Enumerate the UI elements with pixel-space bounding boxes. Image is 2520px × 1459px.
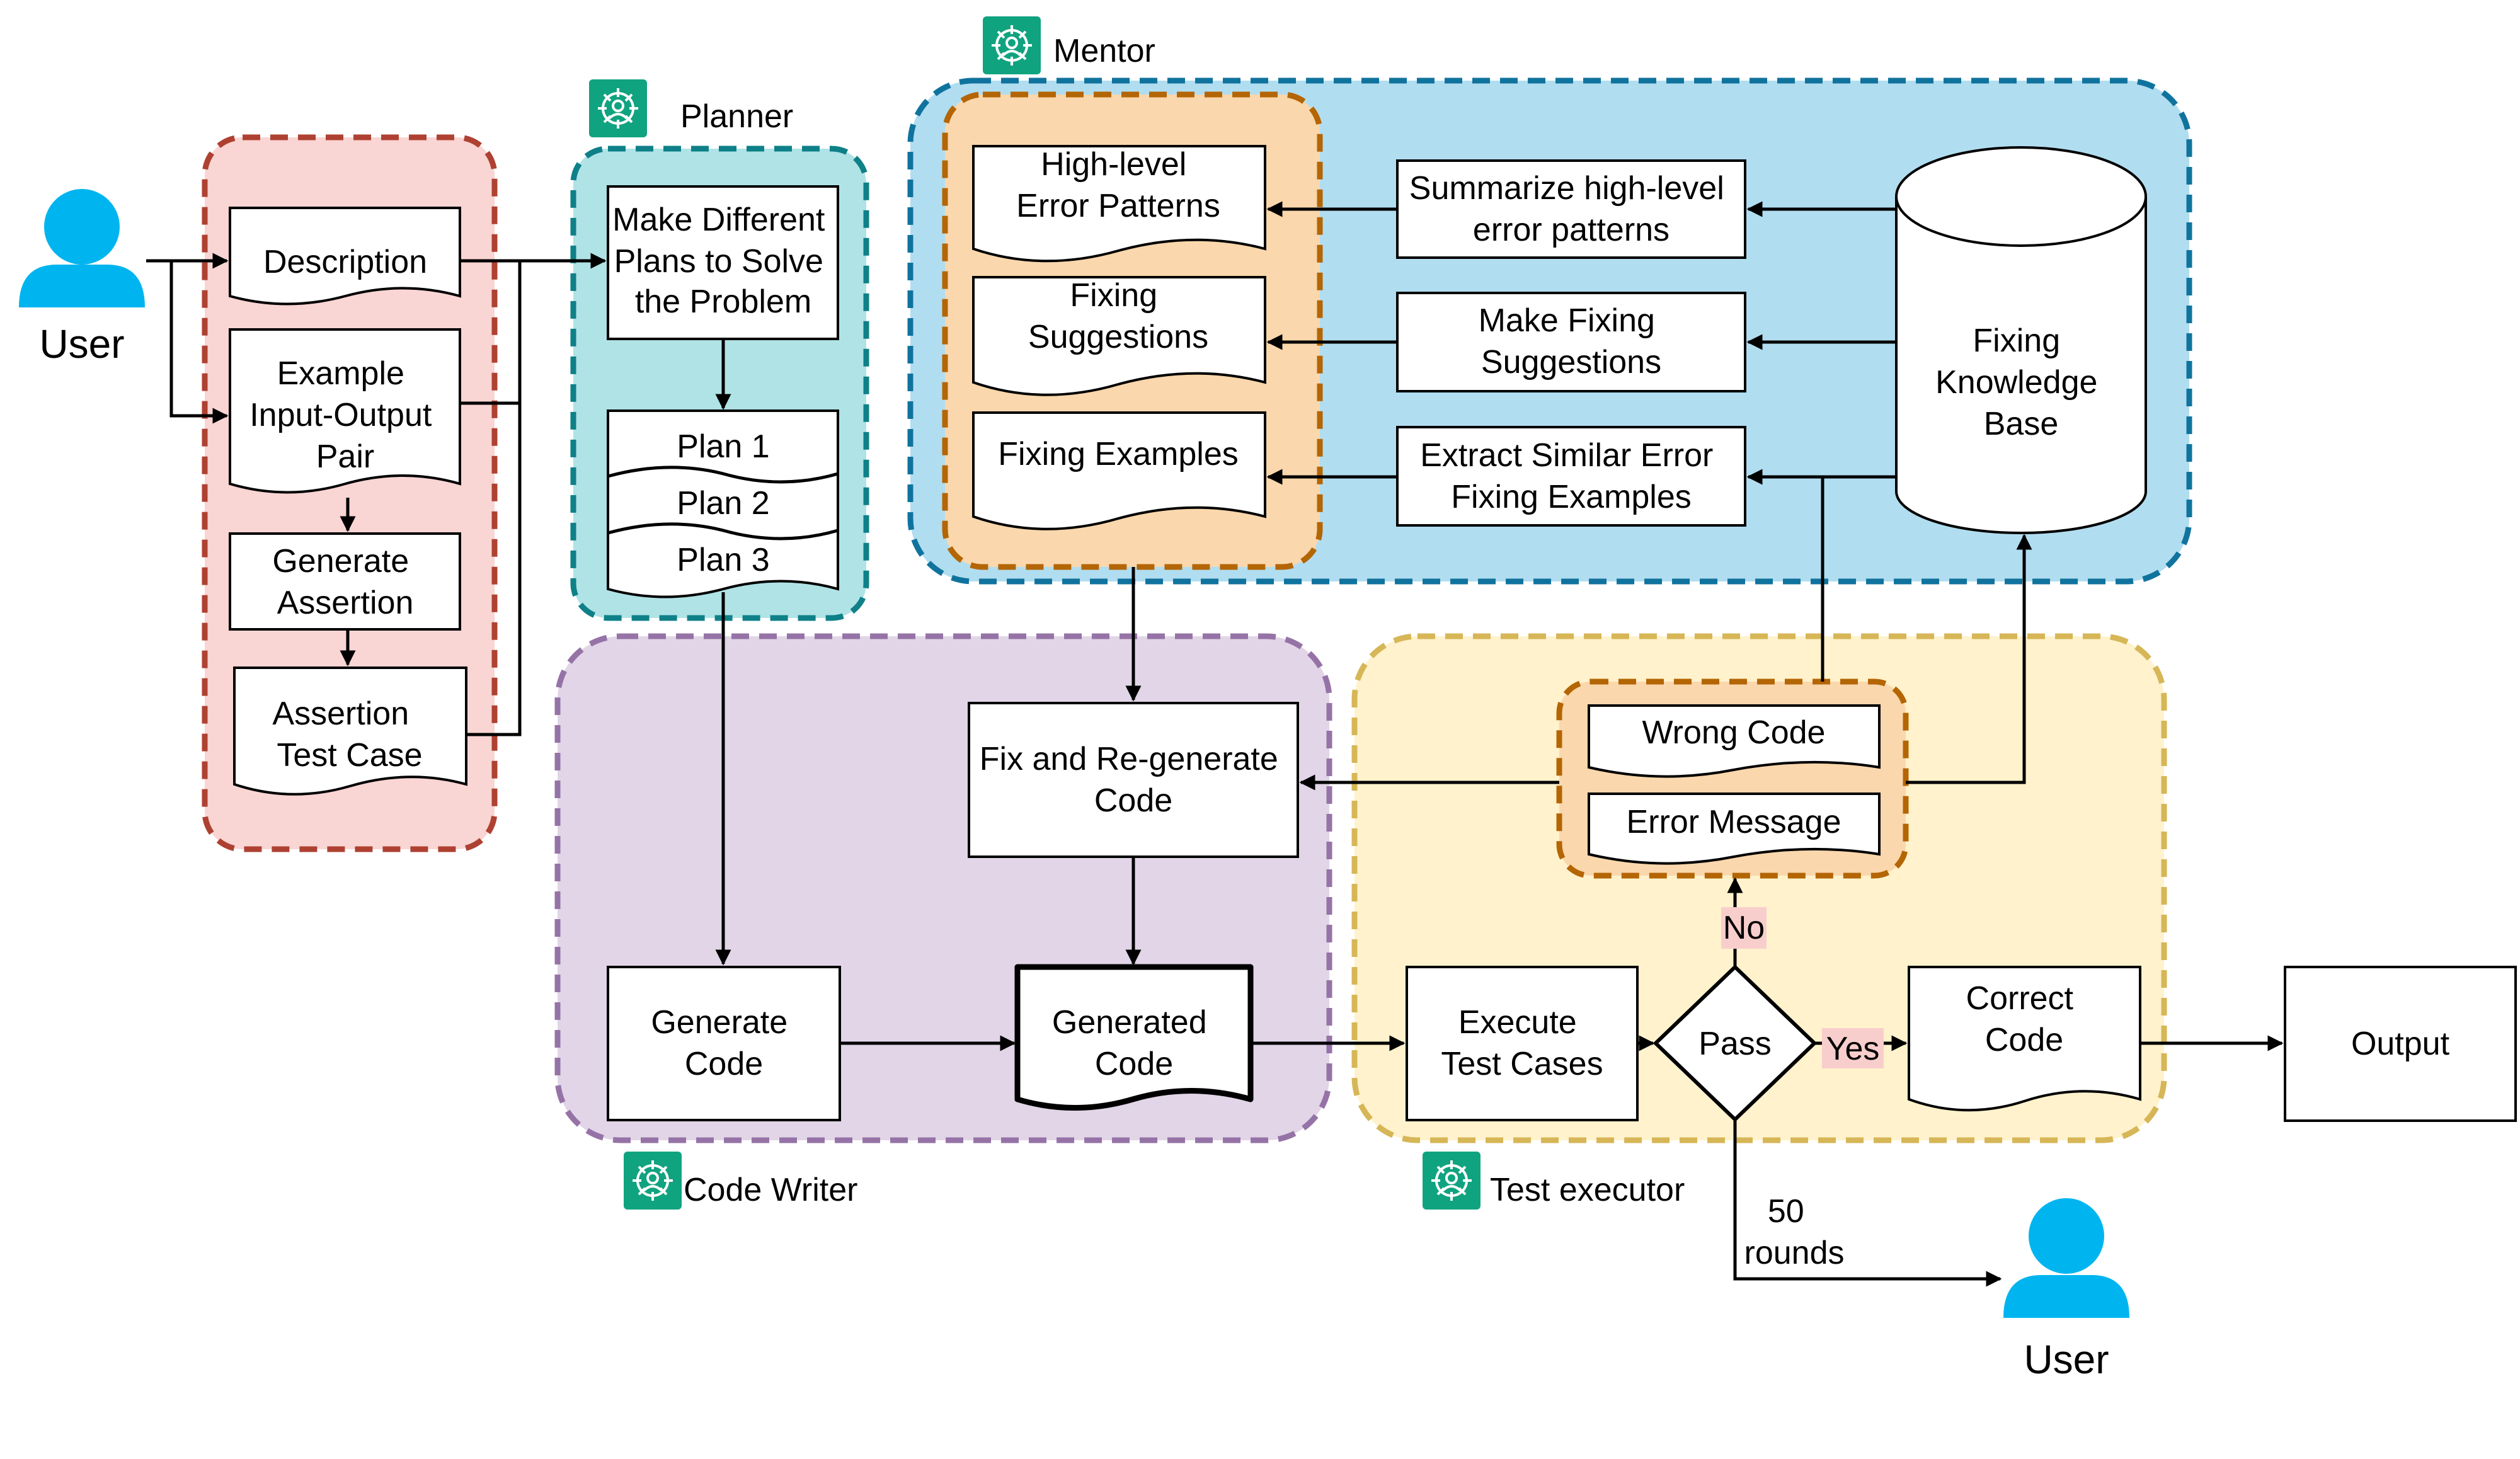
user-label: User (39, 321, 124, 367)
edge-pass-user (1733, 1119, 2002, 1287)
fix-regenerate-box (968, 702, 1299, 858)
execute-tests-text: Execute Test Cases (1441, 1004, 1603, 1082)
plan-divider-1 (607, 466, 839, 484)
planner-label: Planner (680, 98, 793, 135)
error-patterns-text: High-level Error Patterns (1016, 146, 1220, 224)
summarize-box (1396, 159, 1746, 259)
assertion-test-case-text: Assertion Test Case (272, 695, 422, 774)
correct-code-doc (1908, 966, 2141, 1112)
description-text: Description (263, 244, 427, 280)
fixing-examples-text: Fixing Examples (998, 436, 1238, 472)
description-doc (229, 207, 461, 306)
generated-code-doc (1014, 964, 1254, 1111)
code-writer-label: Code Writer (684, 1172, 857, 1208)
generate-assertion-text: Generate Assertion (272, 543, 418, 621)
make-plans-box (607, 185, 839, 340)
generated-code-text: Generated Code (1052, 1004, 1216, 1082)
fix-regenerate-text: Fix and Re-generate Code (980, 741, 1288, 819)
mentor-agent-icon (982, 15, 1042, 76)
plan-divider-2 (607, 522, 839, 541)
pass-decision-text: Pass (1698, 1026, 1772, 1062)
output-text: Output (2351, 1026, 2450, 1062)
assertion-test-case-doc (233, 667, 467, 796)
error-message-doc (1588, 792, 1881, 865)
edge-user-example (169, 261, 229, 424)
example-io-text: Example Input-Output Pair (249, 355, 441, 475)
wrong-code-text: Wrong Code (1642, 714, 1826, 751)
fixing-suggestions-doc (972, 276, 1266, 396)
error-message-text: Error Message (1627, 804, 1841, 840)
yes-label: Yes (1826, 1031, 1880, 1067)
fixing-suggestions-text: Fixing Suggestions (1028, 277, 1208, 355)
make-suggestions-box (1396, 292, 1746, 392)
extract-examples-text: Extract Similar Error Fixing Examples (1420, 437, 1722, 515)
final-user-icon (2003, 1198, 2129, 1318)
planner-agent-icon (588, 78, 648, 139)
test-executor-agent-icon (1421, 1150, 1482, 1211)
code-writer-agent-icon (622, 1150, 683, 1211)
make-suggestions-text: Make Fixing Suggestions (1479, 302, 1664, 380)
test-executor-label: Test executor (1490, 1172, 1685, 1208)
final-user-label: User (2024, 1337, 2109, 1382)
generate-code-text: Generate Code (651, 1004, 796, 1082)
generate-assertion-box (229, 532, 461, 631)
edge-error-knowledge-base (1906, 534, 2032, 784)
wrong-code-doc (1588, 704, 1881, 778)
error-patterns-doc (972, 145, 1266, 263)
fixing-examples-doc (972, 411, 1266, 530)
plan-2-text: Plan 2 (677, 485, 769, 522)
plans-multidoc (607, 409, 839, 598)
correct-code-text: Correct Code (1966, 980, 2083, 1058)
summarize-text: Summarize high-level error patterns (1409, 170, 1733, 248)
rounds-label: 50 rounds (1744, 1193, 1845, 1271)
edge-assertion-planner (466, 403, 522, 736)
no-label: No (1723, 910, 1765, 946)
plan-3-text: Plan 3 (677, 542, 769, 578)
plan-1-text: Plan 1 (677, 428, 769, 465)
example-io-doc (229, 328, 461, 494)
knowledge-base-cylinder (1895, 146, 2147, 534)
execute-tests-box (1406, 966, 1639, 1121)
mentor-label: Mentor (1053, 33, 1155, 69)
output-box (2284, 966, 2517, 1122)
user-icon (19, 189, 145, 307)
make-plans-text: Make Different Plans to Solve the Proble… (612, 202, 834, 320)
generate-code-box (607, 966, 841, 1121)
yes-label-bg (1822, 1028, 1884, 1068)
no-label-bg (1721, 907, 1767, 949)
knowledge-base-text: Fixing Knowledge Base (1935, 323, 2107, 442)
